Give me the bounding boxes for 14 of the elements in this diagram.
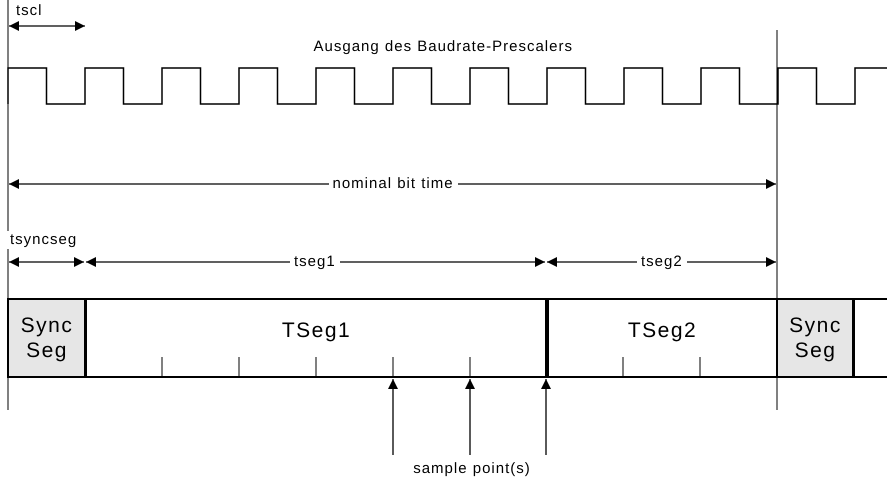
segment-box bbox=[776, 298, 855, 378]
arrow bbox=[541, 379, 551, 455]
segment-box bbox=[852, 298, 887, 378]
arrow bbox=[388, 379, 398, 455]
segment-label: TSeg1 bbox=[282, 318, 352, 342]
arrow bbox=[465, 379, 475, 455]
timing-label: tseg1 bbox=[290, 253, 340, 271]
annotation-text: sample point(s) bbox=[382, 456, 562, 480]
segment-box bbox=[7, 298, 87, 378]
segment-label: TSeg2 bbox=[628, 318, 698, 342]
segment-label: Sync Seg bbox=[20, 313, 74, 363]
timing-label: tseg2 bbox=[637, 253, 687, 271]
segment-label: Sync Seg bbox=[788, 313, 843, 363]
segment-box bbox=[84, 298, 549, 378]
